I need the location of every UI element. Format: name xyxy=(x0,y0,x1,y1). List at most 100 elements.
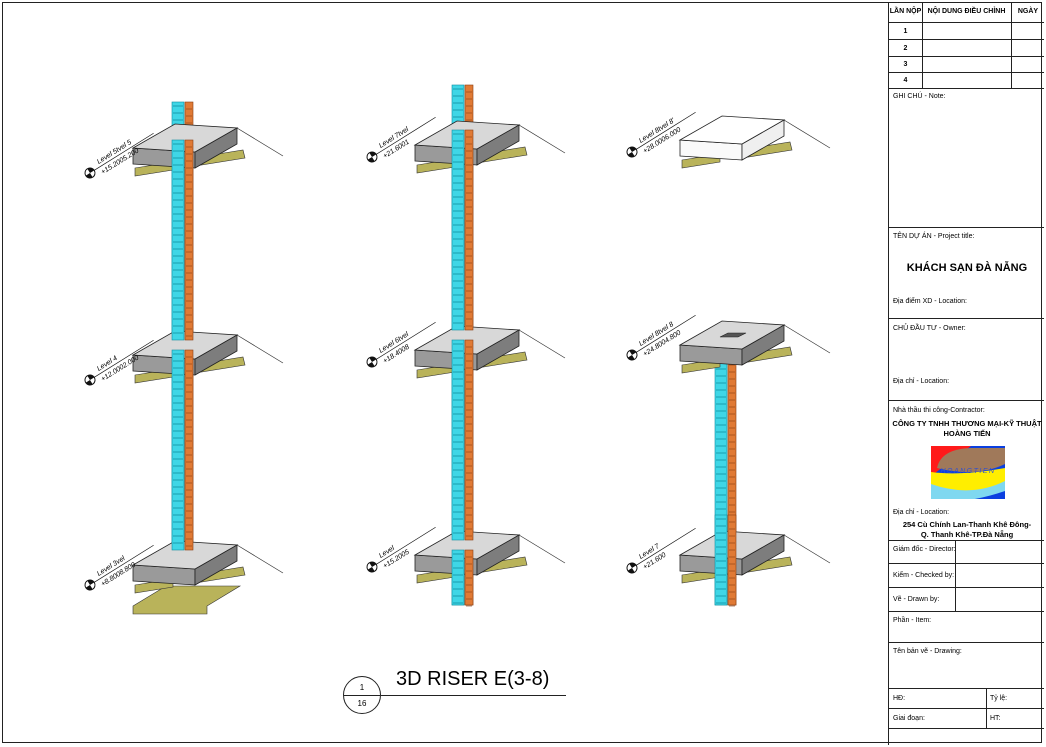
contractor-name-line2: HOÀNG TIẾN xyxy=(943,429,991,438)
riser-pipe-orange xyxy=(184,139,194,341)
director-label: Giám đốc - Director: xyxy=(893,546,956,553)
contractor-address-line2: Q. Thanh Khê-TP.Đà Nẵng xyxy=(920,530,1014,539)
drawn-row: Vẽ - Drawn by: xyxy=(889,588,1044,612)
level-symbol-fill xyxy=(627,563,637,573)
leader-line xyxy=(783,534,831,564)
revision-row: 1 xyxy=(889,23,1044,40)
floor-slab xyxy=(413,325,566,379)
owner-label: CHỦ ĐẦU TƯ - Owner: xyxy=(893,325,966,332)
phase-row: Giai đoạn: HT: xyxy=(889,709,1044,729)
drawing-label: Tên bản vẽ - Drawing: xyxy=(893,648,962,655)
sheet-ref: 16 xyxy=(357,699,367,708)
revision-number: 3 xyxy=(903,61,908,68)
floor-slab xyxy=(413,530,566,584)
ht-label: HT: xyxy=(990,715,1001,722)
level-line xyxy=(636,111,696,150)
floor-slab xyxy=(413,120,566,174)
revision-header: LẦN NỘP NỘI DUNG ĐIỀU CHỈNH NGÀY xyxy=(889,2,1044,23)
riser-tray-cyan xyxy=(451,129,465,331)
note-label: GHI CHÚ - Note: xyxy=(893,93,946,100)
revision-row: 4 xyxy=(889,73,1044,89)
divider xyxy=(955,541,956,612)
leader-line xyxy=(783,119,831,149)
riser xyxy=(451,129,474,331)
divider xyxy=(922,2,923,89)
slab-opening xyxy=(719,332,747,338)
level-line xyxy=(376,526,436,565)
checked-row: Kiểm - Checked by: xyxy=(889,564,1044,588)
item-label: Phần - Item: xyxy=(893,617,932,624)
contractor-address-label: Địa chỉ - Location: xyxy=(893,509,950,516)
floor-slab xyxy=(131,540,284,594)
floor-slab xyxy=(131,330,284,384)
owner-section: CHỦ ĐẦU TƯ - Owner: Địa chỉ - Location: xyxy=(889,319,1044,401)
hd-label: HĐ: xyxy=(893,695,906,702)
header-date: NGÀY xyxy=(1017,8,1039,15)
view-number: 1 xyxy=(359,683,365,692)
level-symbol-fill xyxy=(367,152,377,162)
level-line xyxy=(636,527,696,566)
leader-line xyxy=(236,544,284,574)
project-section: TÊN DỰ ÁN - Project title: KHÁCH SẠN ĐÀ … xyxy=(889,228,1044,319)
revision-number: 1 xyxy=(903,28,908,35)
floor-slab xyxy=(678,530,831,584)
project-location-label: Địa điểm XD - Location: xyxy=(893,298,967,305)
project-name: KHÁCH SẠN ĐÀ NẴNG xyxy=(906,262,1028,274)
leader-line xyxy=(518,124,566,154)
contractor-name-line1: CÔNG TY TNHH THƯƠNG MẠI-KỸ THUẬT xyxy=(892,419,1042,428)
note-section: GHI CHÚ - Note: xyxy=(889,89,1044,228)
revision-row: 2 xyxy=(889,40,1044,57)
level-symbol-fill xyxy=(627,350,637,360)
project-label: TÊN DỰ ÁN - Project title: xyxy=(893,233,975,240)
leader-line xyxy=(518,329,566,359)
floor-slab xyxy=(678,115,831,169)
revision-number: 4 xyxy=(903,77,908,84)
phase-label: Giai đoạn: xyxy=(893,715,925,722)
riser xyxy=(451,549,474,607)
floor-slab xyxy=(678,320,831,374)
level-symbol-fill xyxy=(367,562,377,572)
riser-pipe-orange xyxy=(464,129,474,331)
slab-top-face xyxy=(678,115,786,145)
riser xyxy=(451,339,474,541)
leader-line xyxy=(783,324,831,354)
level-symbol-fill xyxy=(85,168,95,178)
level-symbol-fill xyxy=(85,375,95,385)
riser-tray-cyan xyxy=(714,514,728,606)
floor-slab xyxy=(131,123,284,177)
view-number-bubble: 1 16 xyxy=(343,676,381,714)
level-symbol-fill xyxy=(85,580,95,590)
drawing-row: Tên bản vẽ - Drawing: xyxy=(889,643,1044,689)
leader-line xyxy=(236,127,284,157)
riser-pipe-orange xyxy=(184,349,194,551)
riser xyxy=(171,139,194,341)
riser-tray-cyan xyxy=(451,549,465,606)
leader-line xyxy=(236,334,284,364)
slab-top-face xyxy=(131,540,239,570)
level-line xyxy=(376,116,436,155)
contractor-logo: HOANGTIEN xyxy=(931,446,1005,499)
divider xyxy=(986,689,987,729)
scale-label: Tỷ lệ: xyxy=(990,695,1008,702)
riser-pipe-orange xyxy=(464,339,474,541)
divider xyxy=(1011,2,1012,89)
header-submission: LẦN NỘP xyxy=(889,8,922,15)
level-line xyxy=(94,339,154,378)
revision-number: 2 xyxy=(903,45,908,52)
level-line xyxy=(636,314,696,353)
director-row: Giám đốc - Director: xyxy=(889,541,1044,564)
riser xyxy=(171,349,194,551)
level-symbol-fill xyxy=(627,147,637,157)
level-symbol-fill xyxy=(367,357,377,367)
checked-label: Kiểm - Checked by: xyxy=(893,572,955,579)
level-marker: Level 7tvel+21.6001 xyxy=(366,116,436,163)
contractor-address-line1: 254 Cù Chính Lan-Thanh Khê Đông- xyxy=(902,520,1032,529)
riser-tray-cyan xyxy=(451,339,465,541)
contractor-section: Nhà thầu thi công-Contractor: CÔNG TY TN… xyxy=(889,401,1044,541)
view-title-underline xyxy=(381,695,566,696)
riser-pipe-orange xyxy=(727,514,737,606)
riser xyxy=(714,514,737,607)
level-line xyxy=(94,544,154,583)
